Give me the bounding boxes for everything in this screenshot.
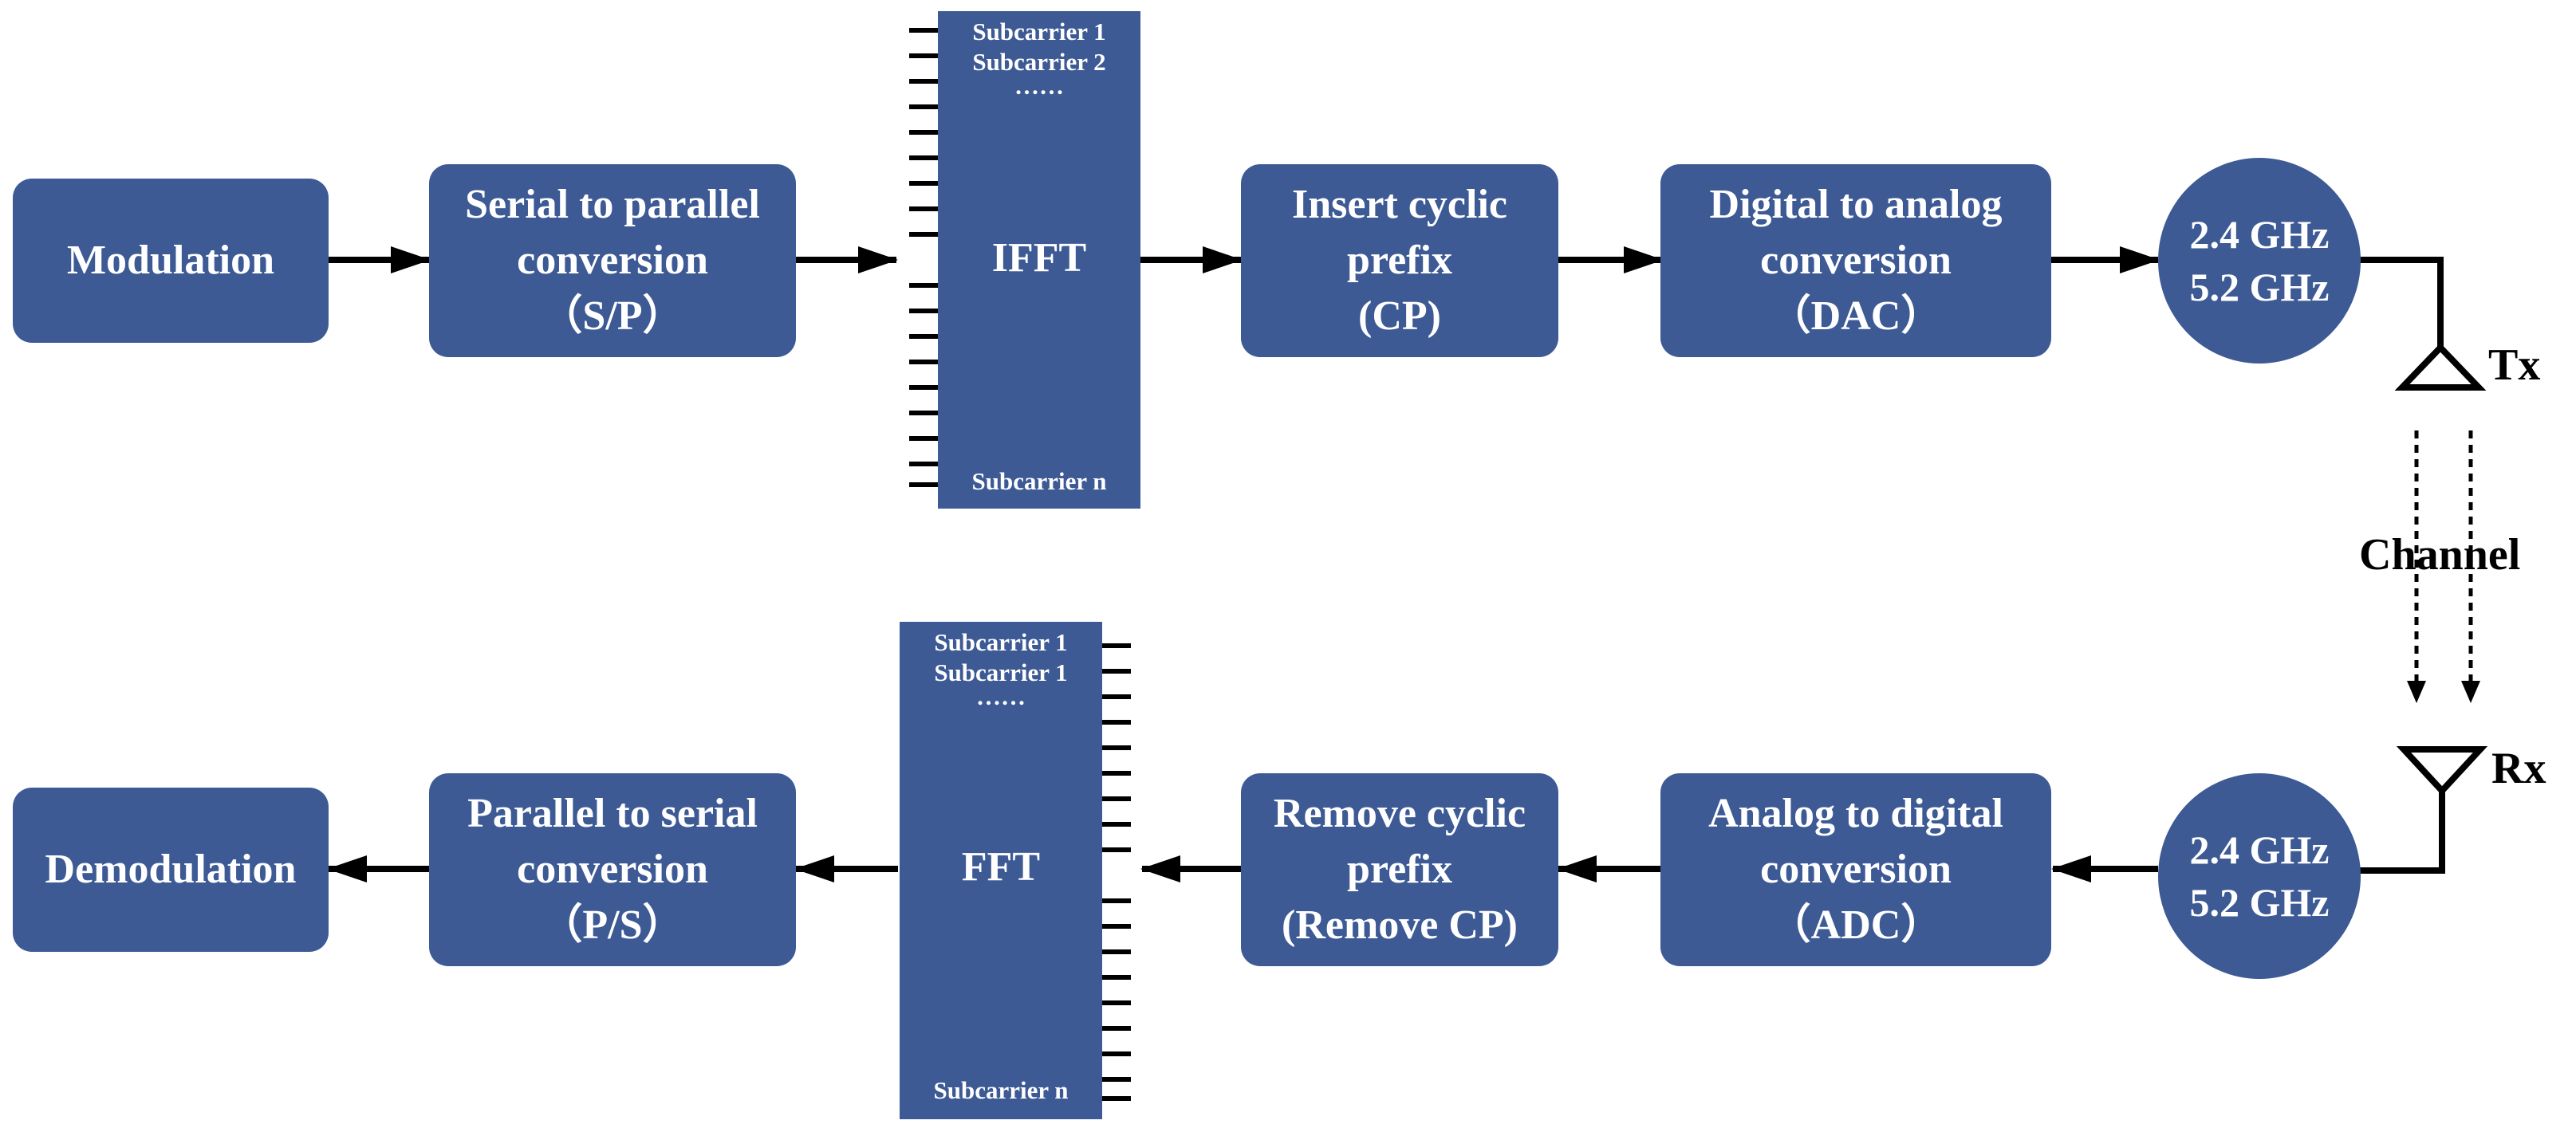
rx-freq-1: 2.4 GHz	[2189, 827, 2330, 872]
fft-block: Subcarrier 1 Subcarrier 1 …… FFT Subcarr…	[900, 622, 1102, 1119]
fft-subcarrier-1b: Subcarrier 1	[934, 658, 1068, 686]
demodulation-label: Demodulation	[45, 847, 297, 892]
adc-line-3: （ADC）	[1769, 902, 1943, 948]
rx-antenna-icon	[2359, 746, 2488, 874]
sp-line-2: conversion	[517, 238, 708, 283]
tx-freq-2: 5.2 GHz	[2189, 265, 2330, 309]
fft-label: FFT	[961, 844, 1041, 890]
adc-line-2: conversion	[1760, 847, 1952, 892]
rcp-line-1: Remove cyclic	[1273, 791, 1526, 836]
cp-line-2: prefix	[1347, 238, 1452, 283]
fft-subcarrier-n: Subcarrier n	[933, 1076, 1069, 1104]
ifft-label: IFFT	[991, 235, 1087, 281]
ifft-subcarrier-1: Subcarrier 1	[972, 18, 1106, 45]
tx-antenna-icon	[2359, 257, 2487, 391]
dac-block: Digital to analog conversion （DAC）	[1660, 164, 2051, 357]
ifft-ellipsis: ……	[1014, 72, 1064, 100]
channel-label: Channel	[2359, 530, 2521, 580]
dac-line-1: Digital to analog	[1709, 182, 2003, 227]
tx-rf-frequency-circle: 2.4 GHz 5.2 GHz	[2158, 158, 2361, 364]
cp-line-3: (CP)	[1358, 293, 1441, 339]
parallel-to-serial-block: Parallel to serial conversion （P/S）	[429, 773, 796, 966]
sp-line-3: （S/P）	[541, 293, 684, 339]
cp-line-1: Insert cyclic	[1291, 182, 1507, 227]
tx-label: Tx	[2488, 340, 2541, 390]
rcp-line-2: prefix	[1347, 847, 1452, 892]
adc-line-1: Analog to digital	[1708, 791, 2003, 836]
ifft-subcarrier-ticks	[909, 28, 938, 487]
fft-subcarrier-ticks	[1101, 643, 1131, 1101]
rx-freq-2: 5.2 GHz	[2189, 880, 2330, 925]
sp-line-1: Serial to parallel	[465, 182, 760, 227]
tx-freq-1: 2.4 GHz	[2189, 212, 2330, 257]
modulation-block: Modulation	[13, 179, 329, 343]
ifft-block: Subcarrier 1 Subcarrier 2 …… IFFT Subcar…	[938, 11, 1140, 509]
rcp-line-3: (Remove CP)	[1282, 902, 1518, 948]
demodulation-block: Demodulation	[13, 788, 329, 952]
dac-line-3: （DAC）	[1769, 293, 1943, 339]
fft-ellipsis: ……	[976, 682, 1026, 710]
insert-cp-block: Insert cyclic prefix (CP)	[1241, 164, 1558, 357]
channel-arrows	[2407, 430, 2480, 703]
serial-to-parallel-block: Serial to parallel conversion （S/P）	[429, 164, 796, 357]
ps-line-2: conversion	[517, 847, 708, 892]
ps-line-1: Parallel to serial	[467, 791, 758, 836]
ifft-subcarrier-n: Subcarrier n	[971, 467, 1107, 495]
modulation-label: Modulation	[66, 238, 275, 283]
ifft-subcarrier-2: Subcarrier 2	[972, 48, 1106, 76]
adc-block: Analog to digital conversion （ADC）	[1660, 773, 2051, 966]
ps-line-3: （P/S）	[541, 902, 684, 948]
fft-subcarrier-1: Subcarrier 1	[934, 628, 1068, 656]
remove-cp-block: Remove cyclic prefix (Remove CP)	[1241, 773, 1558, 966]
dac-line-2: conversion	[1760, 238, 1952, 283]
rx-label: Rx	[2491, 744, 2546, 793]
rx-rf-frequency-circle: 2.4 GHz 5.2 GHz	[2158, 773, 2361, 979]
